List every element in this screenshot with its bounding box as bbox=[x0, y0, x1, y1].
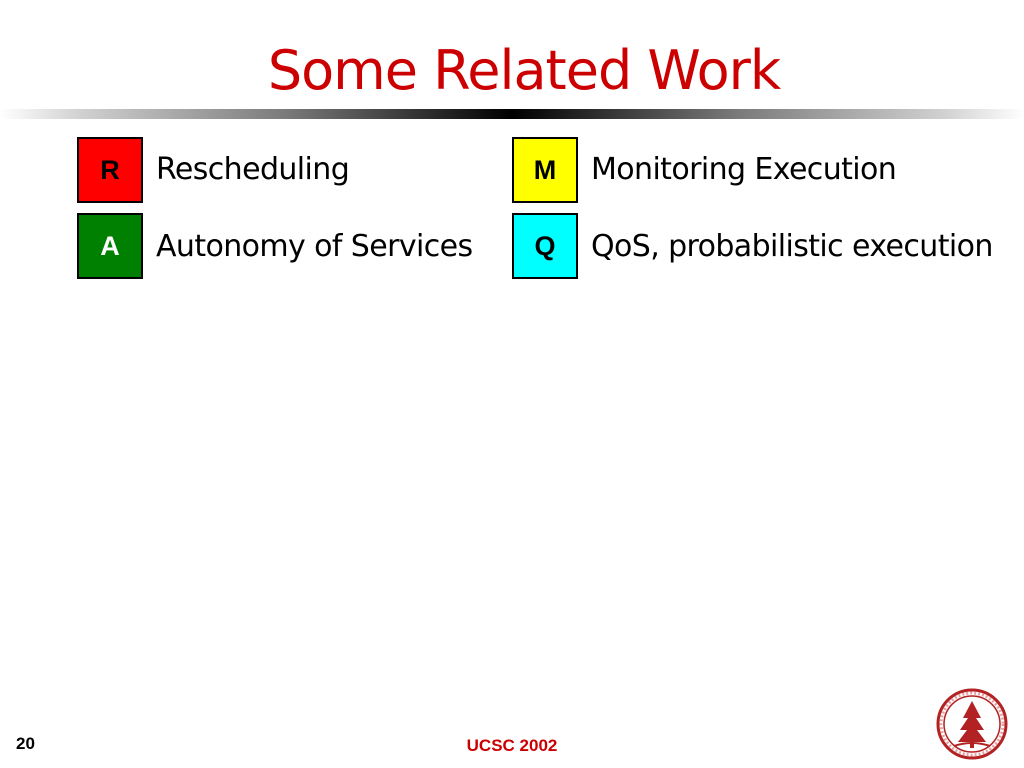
legend-label-autonomy: Autonomy of Services bbox=[156, 229, 473, 264]
legend-box-monitoring: M bbox=[512, 137, 578, 203]
legend-label-monitoring: Monitoring Execution bbox=[591, 152, 897, 187]
legend-label-rescheduling: Rescheduling bbox=[156, 152, 350, 187]
page-number: 20 bbox=[16, 734, 35, 753]
legend-box-rescheduling: R bbox=[77, 137, 143, 203]
legend-box-autonomy: A bbox=[77, 213, 143, 279]
footer-text: UCSC 2002 bbox=[466, 736, 558, 755]
legend-label-qos: QoS, probabilistic execution bbox=[591, 229, 993, 264]
slide-title: Some Related Work bbox=[267, 39, 781, 102]
university-seal-icon bbox=[936, 688, 1008, 760]
legend-box-qos: Q bbox=[512, 213, 578, 279]
title-divider bbox=[0, 109, 1024, 119]
